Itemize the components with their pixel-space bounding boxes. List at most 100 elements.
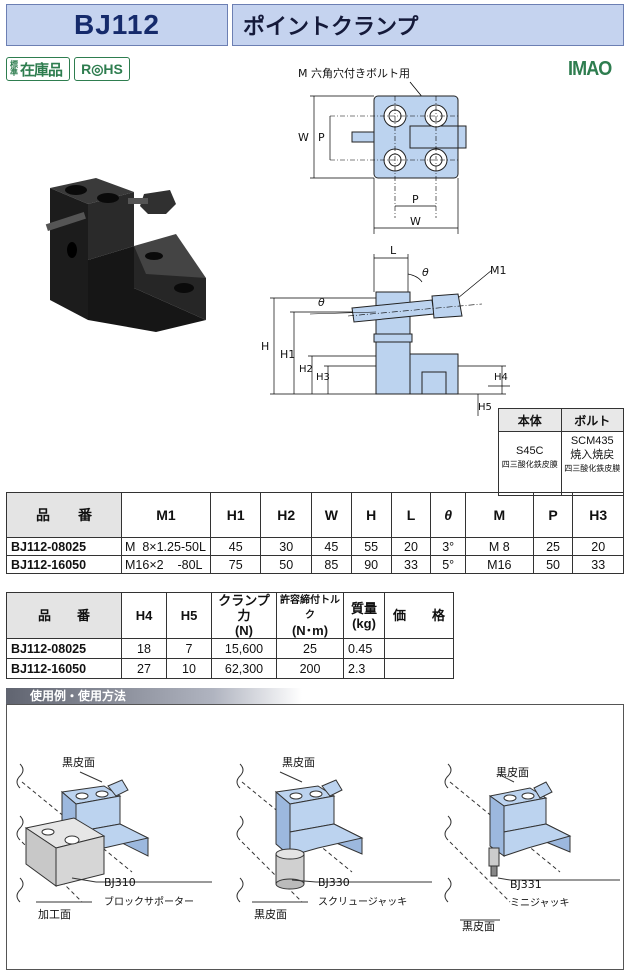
col-p: P <box>532 492 574 538</box>
dim-h5: H5 <box>478 402 492 413</box>
col-part-number: 品 番 <box>6 592 122 639</box>
cell: M16×2 -80L <box>121 555 211 574</box>
material-bolt-treatment: 焼入焼戻 <box>570 449 615 461</box>
usage-example-3-illustration <box>444 763 620 921</box>
cell: 55 <box>350 537 392 556</box>
model-title: BJ112 <box>6 4 228 46</box>
usage-example-1-illustration <box>16 763 212 903</box>
cell: 50 <box>260 555 312 574</box>
cell: 200 <box>276 658 344 679</box>
stock-badge-label: 在庫品 <box>20 60 63 79</box>
col-clamp-force: クランプ力(N) <box>211 592 277 639</box>
cell: 3° <box>430 537 466 556</box>
ex1-top-label: 黒皮面 <box>62 756 95 769</box>
torque-label: 許容締付トルク <box>280 595 340 621</box>
cell: 30 <box>260 537 312 556</box>
col-h: H <box>350 492 392 538</box>
cell: 33 <box>572 555 624 574</box>
ex2-code: BJ330 <box>318 876 350 889</box>
ex1-code: BJ310 <box>104 876 136 889</box>
material-body-finish: 四三酸化鉄皮膜 <box>501 460 558 469</box>
brand-logo: IMAO <box>568 58 612 80</box>
col-h5: H5 <box>166 592 212 639</box>
col-h2: H2 <box>260 492 312 538</box>
cell: 0.45 <box>343 638 385 659</box>
material-bolt-cell: SCM435 焼入焼戻 四三酸化鉄皮膜 <box>560 431 624 496</box>
col-price: 価 格 <box>384 592 454 639</box>
table-row: BJ112-08025 18 7 15,600 25 0.45 <box>6 638 454 659</box>
cell: 45 <box>310 537 352 556</box>
col-w: W <box>310 492 352 538</box>
cell: 27 <box>121 658 167 679</box>
dim-l: L <box>390 244 397 257</box>
product-photo <box>45 178 206 332</box>
cell: 18 <box>121 638 167 659</box>
material-table: 本体 ボルト S45C 四三酸化鉄皮膜 SCM435 焼入焼戻 四三酸化鉄皮膜 <box>498 408 624 496</box>
cell: 75 <box>209 555 262 574</box>
spec-table-1: 品 番 M1 H1 H2 W H L θ M P H3 BJ112-08025 … <box>6 492 624 574</box>
table-header-row: 品 番 H4 H5 クランプ力(N) 許容締付トルク (N･m) 質量(kg) 価… <box>6 592 454 639</box>
dim-h: H <box>261 340 270 353</box>
col-h3: H3 <box>572 492 624 538</box>
cell: 7 <box>166 638 212 659</box>
dim-theta-left: θ <box>318 296 325 309</box>
cell: 5° <box>430 555 466 574</box>
cell: 20 <box>390 537 432 556</box>
table-row: BJ112-08025 M 8×1.25-50L 45 30 45 55 20 … <box>6 537 624 556</box>
dim-h1: H1 <box>280 348 296 361</box>
material-bolt-finish: 四三酸化鉄皮膜 <box>564 464 621 473</box>
clamp-force-unit: (N) <box>234 623 254 638</box>
material-header-body: 本体 <box>498 408 562 432</box>
col-part-number: 品 番 <box>6 492 122 538</box>
dim-m1: M1 <box>490 264 507 277</box>
cell: 2.3 <box>343 658 385 679</box>
col-h4: H4 <box>121 592 167 639</box>
spec-table-2: 品 番 H4 H5 クランプ力(N) 許容締付トルク (N･m) 質量(kg) 価… <box>6 592 454 679</box>
ex3-bottom-label: 黒皮面 <box>462 920 495 933</box>
cell: M16 <box>465 555 534 574</box>
top-view-drawing <box>310 81 467 234</box>
col-m: M <box>465 492 534 538</box>
ex3-code: BJ331 <box>510 878 542 891</box>
cell <box>384 658 454 679</box>
cell: 15,600 <box>211 638 277 659</box>
material-body-name: S45C <box>515 445 544 457</box>
cell: 10 <box>166 658 212 679</box>
part-number: BJ112-08025 <box>6 638 122 659</box>
cell: 85 <box>310 555 352 574</box>
col-m1: M1 <box>121 492 211 538</box>
ex2-bottom-label: 黒皮面 <box>254 908 287 921</box>
dim-w-bottom: W <box>410 215 421 228</box>
table-row: BJ112-16050 27 10 62,300 200 2.3 <box>6 658 454 679</box>
dim-h2: H2 <box>299 364 313 375</box>
cell: 50 <box>532 555 574 574</box>
stock-badge: 標準 在庫品 <box>6 57 70 81</box>
usage-example-2-illustration <box>236 763 432 903</box>
part-number: BJ112-16050 <box>6 658 122 679</box>
col-torque: 許容締付トルク (N･m) <box>276 592 344 639</box>
usage-section-box <box>6 704 624 970</box>
clamp-force-label: クランプ力 <box>218 593 270 623</box>
bolt-callout: M 六角穴付きボルト用 <box>298 67 410 80</box>
ex3-name: ミニジャッキ <box>510 898 570 909</box>
table-header-row: 品 番 M1 H1 H2 W H L θ M P H3 <box>6 492 624 538</box>
usage-section-title: 使用例・使用方法 <box>6 688 302 704</box>
cell <box>384 638 454 659</box>
dim-p-left: P <box>318 131 325 144</box>
material-bolt-name: SCM435 <box>570 435 614 447</box>
cell: M 8 <box>465 537 534 556</box>
cell: 20 <box>572 537 624 556</box>
ex1-name: ブロックサポーター <box>104 897 194 908</box>
cell: 62,300 <box>211 658 277 679</box>
material-body-cell: S45C 四三酸化鉄皮膜 <box>498 431 562 496</box>
ex3-top-label: 黒皮面 <box>496 766 529 779</box>
torque-unit: (N･m) <box>291 623 329 638</box>
dim-p-bottom: P <box>412 193 419 206</box>
cell: 90 <box>350 555 392 574</box>
ex2-top-label: 黒皮面 <box>282 756 315 769</box>
mass-unit: (kg) <box>352 615 376 631</box>
dim-h3: H3 <box>316 372 330 383</box>
col-mass: 質量(kg) <box>343 592 385 639</box>
stock-badge-small: 標準 <box>10 60 18 77</box>
dim-w-left: W <box>298 131 309 144</box>
